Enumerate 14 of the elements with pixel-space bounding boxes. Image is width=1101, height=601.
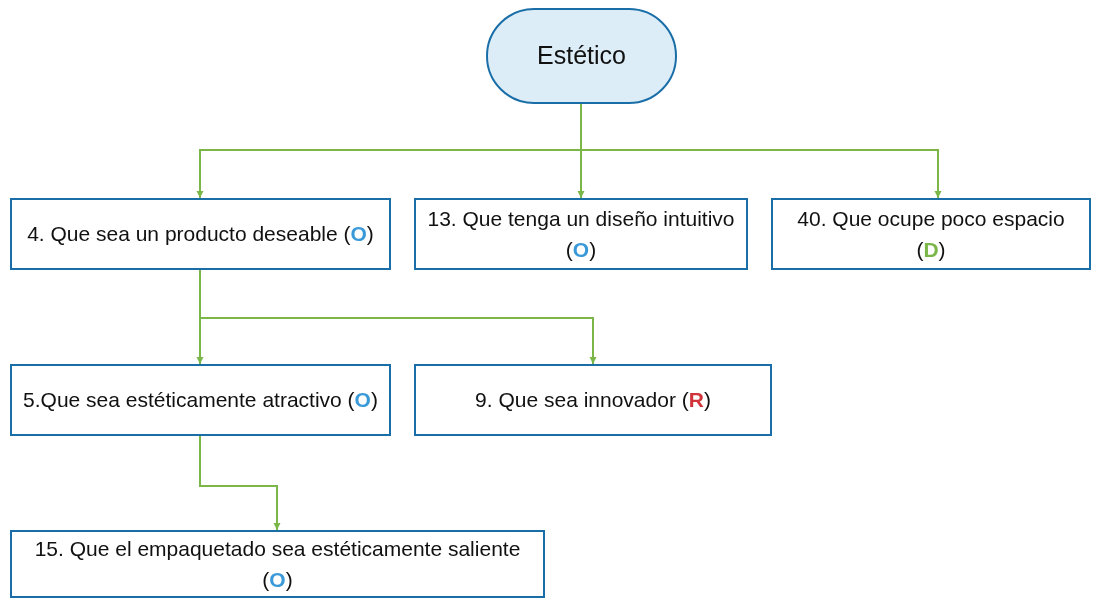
requirement-text: 15. Que el empaquetado sea estéticamente saliente (O) xyxy=(33,535,522,593)
requirement-text: 13. Que tenga un diseño intuitivo (O) xyxy=(426,205,736,263)
requirement-text: 9. Que sea innovador (R) xyxy=(475,387,711,414)
terminal-label: Estético xyxy=(537,40,626,72)
process-box xyxy=(10,364,391,436)
process-box xyxy=(771,198,1091,270)
requirement-text: 5.Que sea estéticamente atractivo (O) xyxy=(23,387,378,414)
process-box xyxy=(414,198,748,270)
process-box xyxy=(10,530,545,598)
process-box xyxy=(414,364,772,436)
process-box xyxy=(10,198,391,270)
arrow xyxy=(199,435,281,531)
requirement-text: 4. Que sea un producto deseable (O) xyxy=(27,221,374,248)
requirement-text: 40. Que ocupe poco espacio (D) xyxy=(796,205,1066,263)
